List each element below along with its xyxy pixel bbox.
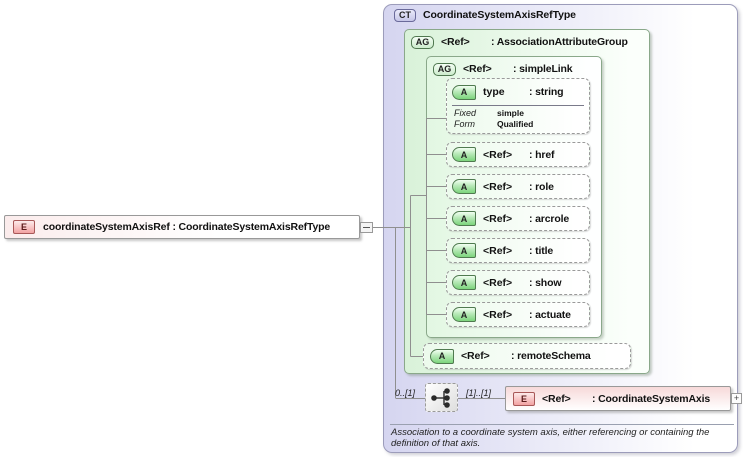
attribute-row: A type : string [452, 83, 584, 101]
attribute-group-type: : AssociationAttributeGroup [491, 36, 628, 48]
element-label: coordinateSystemAxisRef : CoordinateSyst… [43, 221, 331, 233]
attribute-name: <Ref> [483, 212, 513, 225]
cardinality-label: 0..[1] [395, 388, 416, 398]
attribute-name: <Ref> [483, 276, 513, 289]
annotation-text: Association to a coordinate system axis,… [391, 427, 710, 449]
attribute-name: <Ref> [483, 308, 513, 321]
attribute-badge-icon: A [452, 84, 476, 100]
attribute-badge-icon: A [452, 147, 476, 162]
complex-type-title: CoordinateSystemAxisRefType [423, 9, 576, 21]
sequence-glyph-icon [431, 387, 450, 408]
attribute-badge-icon: A [452, 307, 476, 322]
expand-toggle[interactable]: + [731, 393, 742, 404]
plus-icon: + [733, 393, 740, 403]
attribute-badge-icon: A [452, 243, 476, 258]
element-coordinatesystemaxisref[interactable]: E coordinateSystemAxisRef : CoordinateSy… [4, 215, 360, 239]
element-coordinatesystemaxis[interactable]: E <Ref> : CoordinateSystemAxis [505, 386, 731, 411]
attribute-name: <Ref> [483, 180, 513, 193]
attribute-group-header-simplelink[interactable]: AG <Ref> : simpleLink [433, 61, 573, 77]
attribute-type-name: : role [529, 180, 554, 193]
facet-table: Fixed simple Form Qualified [452, 105, 584, 130]
facet-row: Fixed simple [454, 108, 584, 119]
attribute-type-name: : arcrole [529, 212, 570, 225]
attribute-badge-icon: A [452, 179, 476, 194]
complex-type-badge-icon: CT [394, 8, 416, 22]
attribute-badge-icon: A [452, 211, 476, 226]
complex-type-header: CT CoordinateSystemAxisRefType [394, 7, 576, 23]
attribute-show[interactable]: A <Ref> : show [446, 270, 590, 295]
attribute-group-badge-icon: AG [411, 35, 434, 49]
attribute-arcrole[interactable]: A <Ref> : arcrole [446, 206, 590, 231]
attribute-type-name: : href [529, 148, 555, 161]
attribute-group-header-association[interactable]: AG <Ref> : AssociationAttributeGroup [411, 34, 628, 50]
attribute-name: <Ref> [483, 244, 513, 257]
collapse-toggle[interactable] [360, 222, 373, 233]
attribute-actuate[interactable]: A <Ref> : actuate [446, 302, 590, 327]
facet-row: Form Qualified [454, 119, 584, 130]
attribute-type-name: : actuate [529, 308, 571, 321]
minus-icon [363, 227, 370, 228]
attribute-remoteschema[interactable]: A <Ref> : remoteSchema [423, 343, 631, 369]
attribute-type-name: : title [529, 244, 554, 257]
attribute-title[interactable]: A <Ref> : title [446, 238, 590, 263]
attribute-href[interactable]: A <Ref> : href [446, 142, 590, 167]
attribute-type-name: : remoteSchema [511, 350, 591, 362]
facet-value: simple [497, 108, 524, 118]
attribute-group-type: : simpleLink [513, 63, 573, 75]
cardinality-label: [1]..[1] [466, 388, 492, 398]
attribute-name: <Ref> [461, 350, 490, 362]
attribute-badge-icon: A [430, 348, 454, 364]
attribute-group-badge-icon: AG [433, 62, 456, 76]
attribute-name: <Ref> [483, 148, 513, 161]
facet-label: Fixed [454, 108, 477, 118]
attribute-badge-icon: A [452, 275, 476, 290]
sequence-icon[interactable] [425, 383, 458, 412]
element-type-name: : CoordinateSystemAxis [592, 392, 711, 405]
element-badge-icon: E [513, 391, 535, 406]
attribute-type-name: : string [529, 86, 564, 98]
attribute-name: type [483, 86, 505, 98]
facet-label: Form [454, 119, 475, 129]
element-ref-name: <Ref> [542, 392, 571, 405]
attribute-group-name: <Ref> [441, 36, 470, 48]
annotation-divider [390, 424, 734, 425]
attribute-role[interactable]: A <Ref> : role [446, 174, 590, 199]
attribute-type[interactable]: A type : string Fixed simple Form Qualif… [446, 78, 590, 134]
attribute-group-name: <Ref> [463, 63, 492, 75]
attribute-type-name: : show [529, 276, 562, 289]
element-badge-icon: E [13, 220, 35, 234]
facet-value: Qualified [497, 119, 534, 129]
